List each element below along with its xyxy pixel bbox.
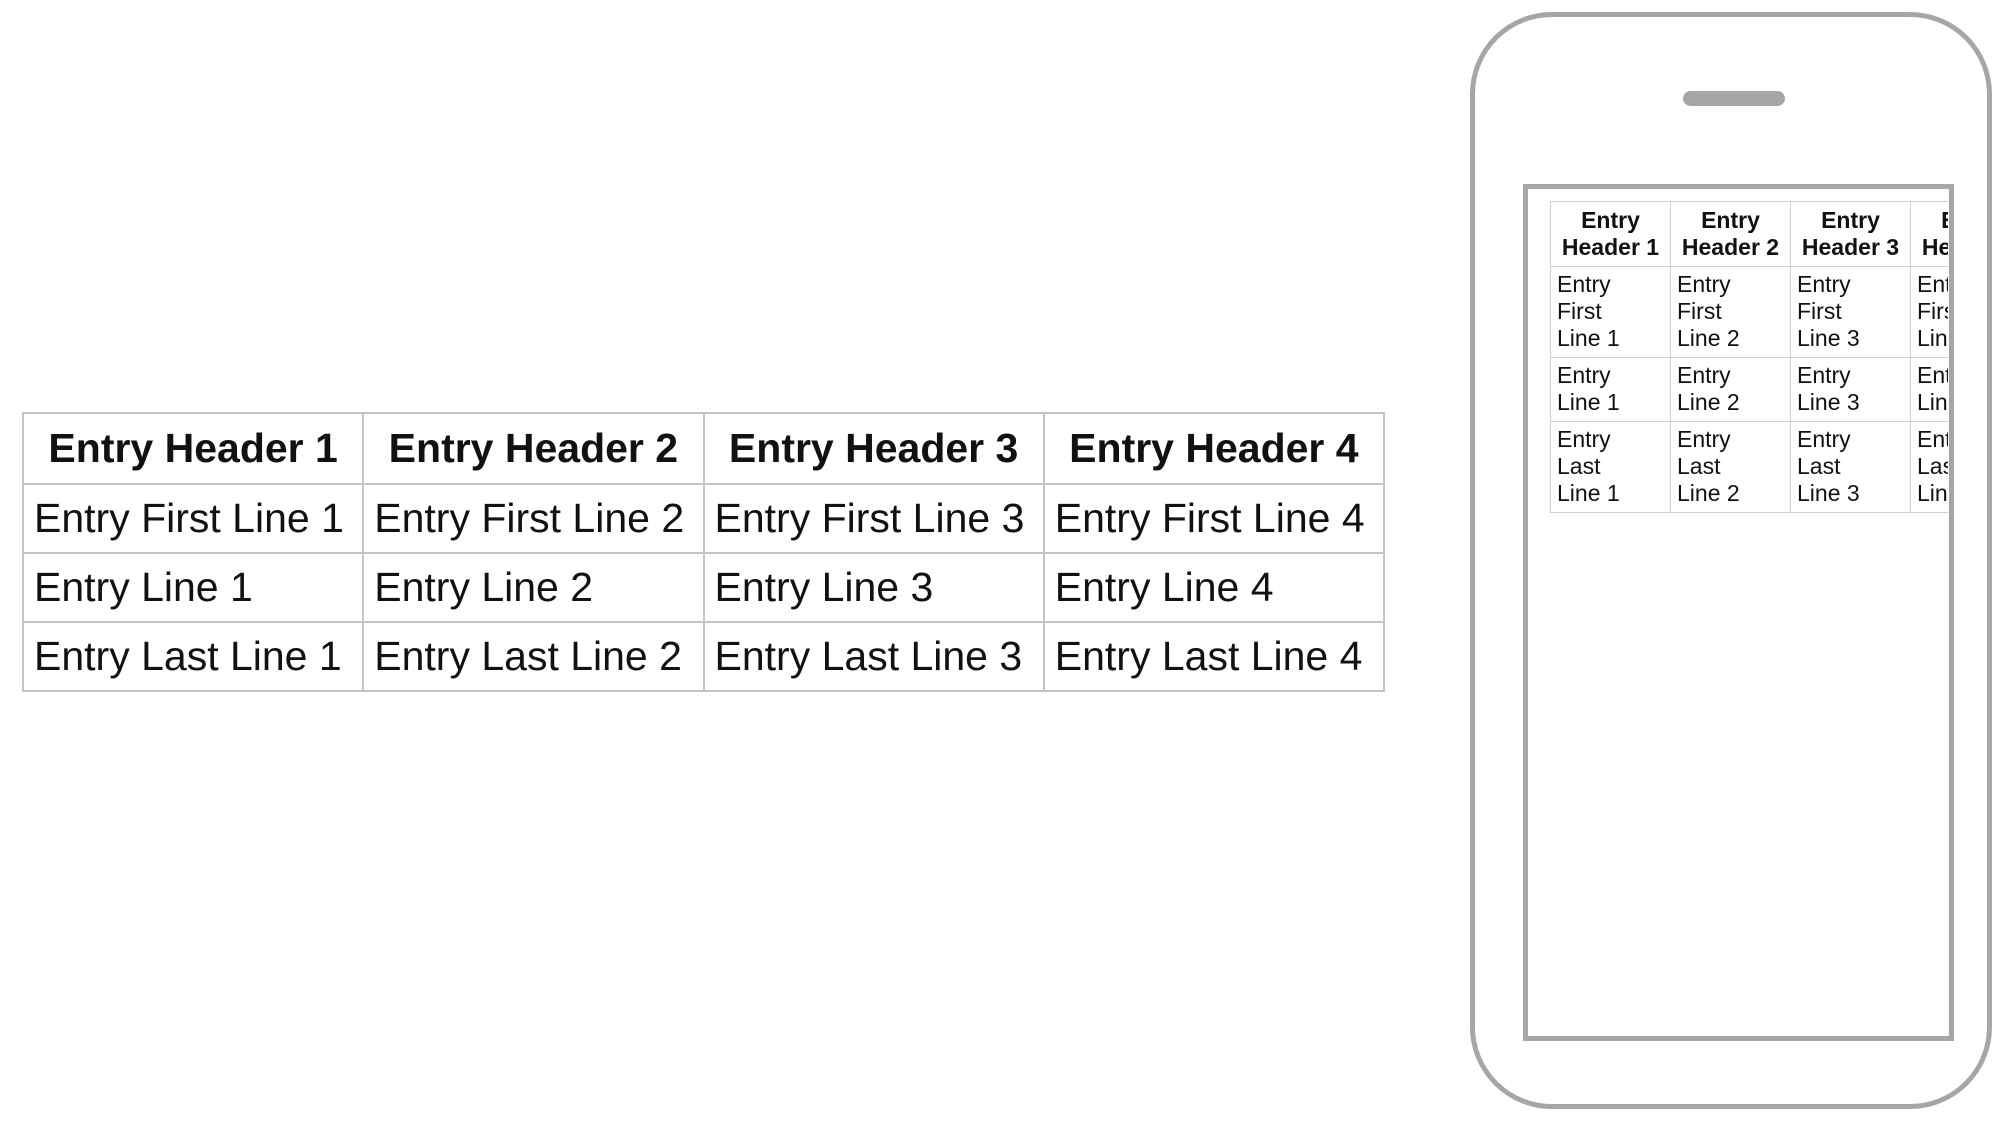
mobile-table-cell: Entry First Line 1 (1550, 266, 1671, 358)
cell-text: Line 1 (1557, 480, 1620, 506)
cell-text: Entry (1821, 207, 1880, 233)
table-cell: Entry Last Line 3 (702, 621, 1045, 692)
cell-text: Header 3 (1801, 234, 1900, 260)
table-row: Entry Line 1 Entry Line 2 Entry Line 3 E… (21, 552, 1386, 623)
mobile-table-cell: Entry Last Line 4 (1910, 421, 1948, 513)
mobile-table-cell: Entry Line 4 (1910, 357, 1948, 422)
mobile-table-row: Entry Last Line 1 Entry Last Line 2 Entr… (1550, 421, 1948, 513)
cell-text: Last (1917, 453, 1948, 479)
mobile-table-cell: Entry First Line 4 (1910, 266, 1948, 358)
cell-text: Line 3 (1797, 389, 1860, 415)
table-cell: Entry Last Line 2 (362, 621, 705, 692)
table-cell: Entry First Line 2 (362, 483, 705, 554)
cell-text: Entry (1581, 207, 1640, 233)
cell-text: First (1797, 298, 1842, 324)
table-row: Entry Last Line 1 Entry Last Line 2 Entr… (21, 621, 1386, 692)
mobile-table-cell: Entry Last Line 2 (1670, 421, 1791, 513)
table-cell: Entry First Line 4 (1042, 483, 1386, 554)
table-cell: Entry Line 4 (1042, 552, 1386, 623)
table-cell: Entry Line 3 (702, 552, 1045, 623)
mobile-table-header-cell: Entry Header 1 (1550, 201, 1671, 267)
cell-text: Line 4 (1917, 480, 1948, 506)
desktop-table: Entry Header 1 Entry Header 2 Entry Head… (21, 412, 1386, 692)
cell-text: Line 4 (1917, 389, 1948, 415)
phone-mockup: Entry Header 1 Entry Header 2 Entry Head… (1470, 12, 1992, 1109)
mobile-table-header-row: Entry Header 1 Entry Header 2 Entry Head… (1550, 201, 1948, 267)
cell-text: Entry (1917, 362, 1948, 388)
cell-text: Last (1677, 453, 1721, 479)
cell-text: Line 2 (1677, 389, 1740, 415)
phone-speaker-icon (1683, 91, 1785, 106)
table-header-cell: Entry Header 3 (702, 412, 1045, 485)
cell-text: Entry (1677, 426, 1731, 452)
table-cell: Entry Line 2 (362, 552, 705, 623)
cell-text: Entry (1557, 362, 1611, 388)
mobile-table-cell: Entry First Line 3 (1790, 266, 1911, 358)
mobile-table-cell: Entry First Line 2 (1670, 266, 1791, 358)
cell-text: Last (1797, 453, 1841, 479)
table-cell: Entry Last Line 1 (21, 621, 365, 692)
cell-text: Line 2 (1677, 325, 1740, 351)
mobile-table-cell: Entry Last Line 1 (1550, 421, 1671, 513)
cell-text: Line 3 (1797, 480, 1860, 506)
cell-text: Entry (1701, 207, 1760, 233)
cell-text: Entry (1917, 271, 1948, 297)
table-header-cell: Entry Header 4 (1042, 412, 1386, 485)
mobile-table-cell: Entry Line 3 (1790, 357, 1911, 422)
mobile-table-header-cell: Entry Header 4 (1910, 201, 1948, 267)
table-cell: Entry First Line 1 (21, 483, 365, 554)
cell-text: Entry (1797, 362, 1851, 388)
cell-text: Entry (1677, 362, 1731, 388)
phone-screen: Entry Header 1 Entry Header 2 Entry Head… (1523, 184, 1954, 1041)
cell-text: Line 1 (1557, 325, 1620, 351)
cell-text: Entry (1797, 271, 1851, 297)
desktop-table-container: Entry Header 1 Entry Header 2 Entry Head… (21, 412, 1386, 692)
cell-text: Header 4 (1921, 234, 1948, 260)
cell-text: Entry (1557, 271, 1611, 297)
cell-text: Header 1 (1561, 234, 1660, 260)
cell-text: Entry (1913, 207, 1948, 234)
cell-text: First (1557, 298, 1602, 324)
table-header-cell: Entry Header 2 (362, 412, 705, 485)
cell-text: Header 2 (1681, 234, 1780, 260)
cell-text: Line 1 (1557, 389, 1620, 415)
table-cell: Entry First Line 3 (702, 483, 1045, 554)
cell-text: Entry (1917, 426, 1948, 452)
table-header-cell: Entry Header 1 (21, 412, 365, 485)
cell-text: Entry (1797, 426, 1851, 452)
mobile-table-row: Entry Line 1 Entry Line 2 Entry Line 3 (1550, 357, 1948, 422)
mobile-table-cell: Entry Line 1 (1550, 357, 1671, 422)
cell-text: First (1917, 298, 1948, 324)
table-header-row: Entry Header 1 Entry Header 2 Entry Head… (21, 412, 1386, 485)
table-cell: Entry Last Line 4 (1042, 621, 1386, 692)
mobile-table-viewport[interactable]: Entry Header 1 Entry Header 2 Entry Head… (1550, 201, 1948, 541)
mobile-table: Entry Header 1 Entry Header 2 Entry Head… (1550, 201, 1948, 513)
mobile-table-header-cell: Entry Header 2 (1670, 201, 1791, 267)
mobile-table-cell: Entry Last Line 3 (1790, 421, 1911, 513)
cell-text: Entry (1677, 271, 1731, 297)
cell-text: First (1677, 298, 1722, 324)
cell-text: Line 4 (1917, 325, 1948, 351)
table-cell: Entry Line 1 (21, 552, 365, 623)
mobile-table-header-cell: Entry Header 3 (1790, 201, 1911, 267)
cell-text: Line 3 (1797, 325, 1860, 351)
cell-text: Last (1557, 453, 1601, 479)
table-row: Entry First Line 1 Entry First Line 2 En… (21, 483, 1386, 554)
mobile-table-row: Entry First Line 1 Entry First Line 2 En… (1550, 266, 1948, 358)
cell-text: Entry (1557, 426, 1611, 452)
mobile-table-cell: Entry Line 2 (1670, 357, 1791, 422)
cell-text: Line 2 (1677, 480, 1740, 506)
